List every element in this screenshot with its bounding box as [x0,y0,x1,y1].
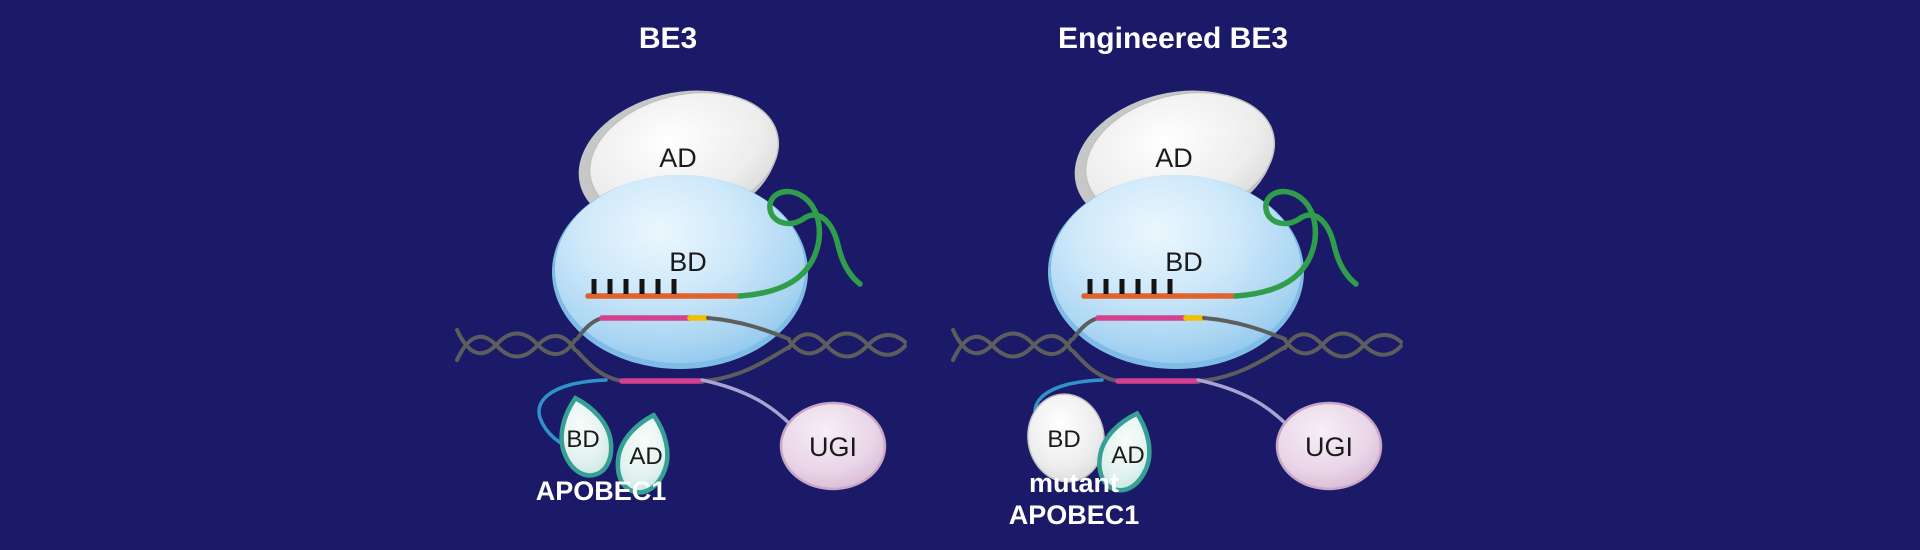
panel-title: Engineered BE3 [1058,22,1288,55]
apobec-bd-label: BD [1047,426,1080,453]
apobec-name-line2: APOBEC1 [1009,500,1140,530]
apobec-name: APOBEC1 [536,476,667,506]
engineered-be3-panel: Engineered BE3 AD BD BD AD mutant APOBEC… [953,22,1401,530]
apobec-ad-label: AD [629,443,662,470]
apobec-name-line1: mutant [1029,468,1119,498]
deaminase-domain-label: AD [1155,143,1193,173]
apobec-bd-label: BD [566,426,599,453]
be3-panel: BE3 AD BD BD AD APOBEC1 UGI [457,22,905,506]
mutant-apobec-bd-ellipse [1027,393,1105,483]
cas9-domain-label: BD [669,247,707,277]
deaminase-domain-label: AD [659,143,697,173]
cas9-domain-label: BD [1165,247,1203,277]
panel-title: BE3 [639,22,697,55]
ugi-label: UGI [809,432,857,462]
ugi-label: UGI [1305,432,1353,462]
apobec-ad-label: AD [1111,442,1144,469]
